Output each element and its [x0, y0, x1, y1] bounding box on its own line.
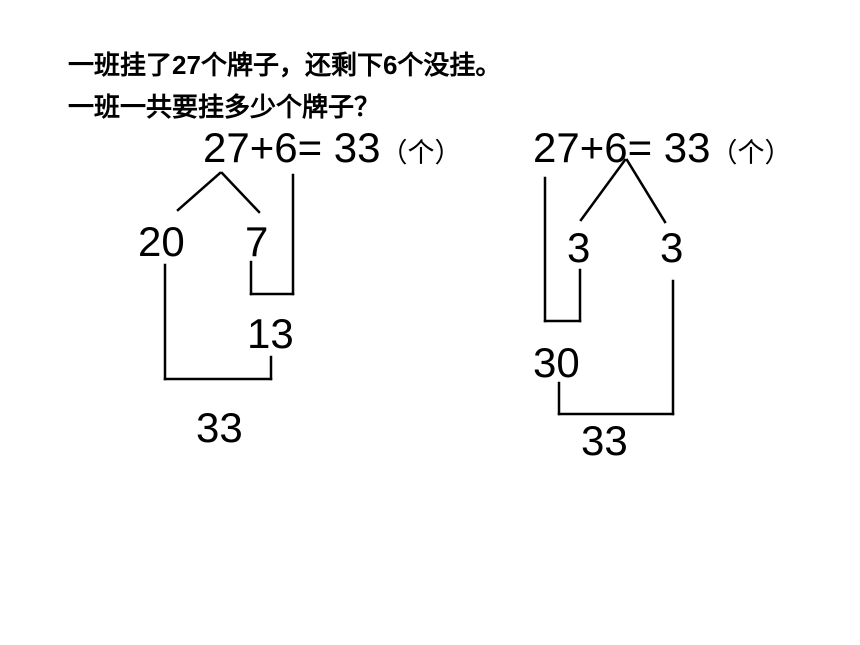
equation-right: 27+6= 33（个）: [533, 127, 792, 169]
partial-sum: 30: [533, 339, 580, 386]
problem-text: 一班挂了: [68, 51, 173, 81]
problem-number: 27: [172, 50, 201, 80]
problem-statement: 一班挂了27个牌子，还剩下6个没挂。 一班一共要挂多少个牌子？: [68, 44, 501, 129]
total: 33: [581, 417, 628, 464]
unit-label: （个）: [710, 138, 792, 169]
partial-sum: 13: [247, 310, 294, 357]
equation-text: 27+6= 33: [533, 124, 711, 171]
split-a: 3: [567, 224, 591, 271]
equation-left: 27+6= 33（个）: [203, 127, 462, 169]
split-line: [625, 158, 667, 224]
split-b: 3: [660, 224, 684, 271]
equation-text: 27+6= 33: [203, 124, 381, 171]
split-line: [220, 171, 261, 214]
problem-text: 个没挂。: [397, 51, 502, 81]
split-ones: 7: [245, 218, 269, 265]
split-tens: 20: [138, 218, 185, 265]
problem-number: 6: [382, 50, 398, 80]
split-line: [579, 158, 627, 222]
total: 33: [196, 404, 243, 451]
problem-line-2: 一班一共要挂多少个牌子？: [68, 93, 381, 123]
split-line: [176, 171, 222, 212]
problem-text: 个牌子，还剩下: [200, 51, 383, 81]
unit-label: （个）: [380, 138, 462, 169]
problem-line-1: 一班挂了27个牌子，还剩下6个没挂。: [68, 44, 501, 87]
